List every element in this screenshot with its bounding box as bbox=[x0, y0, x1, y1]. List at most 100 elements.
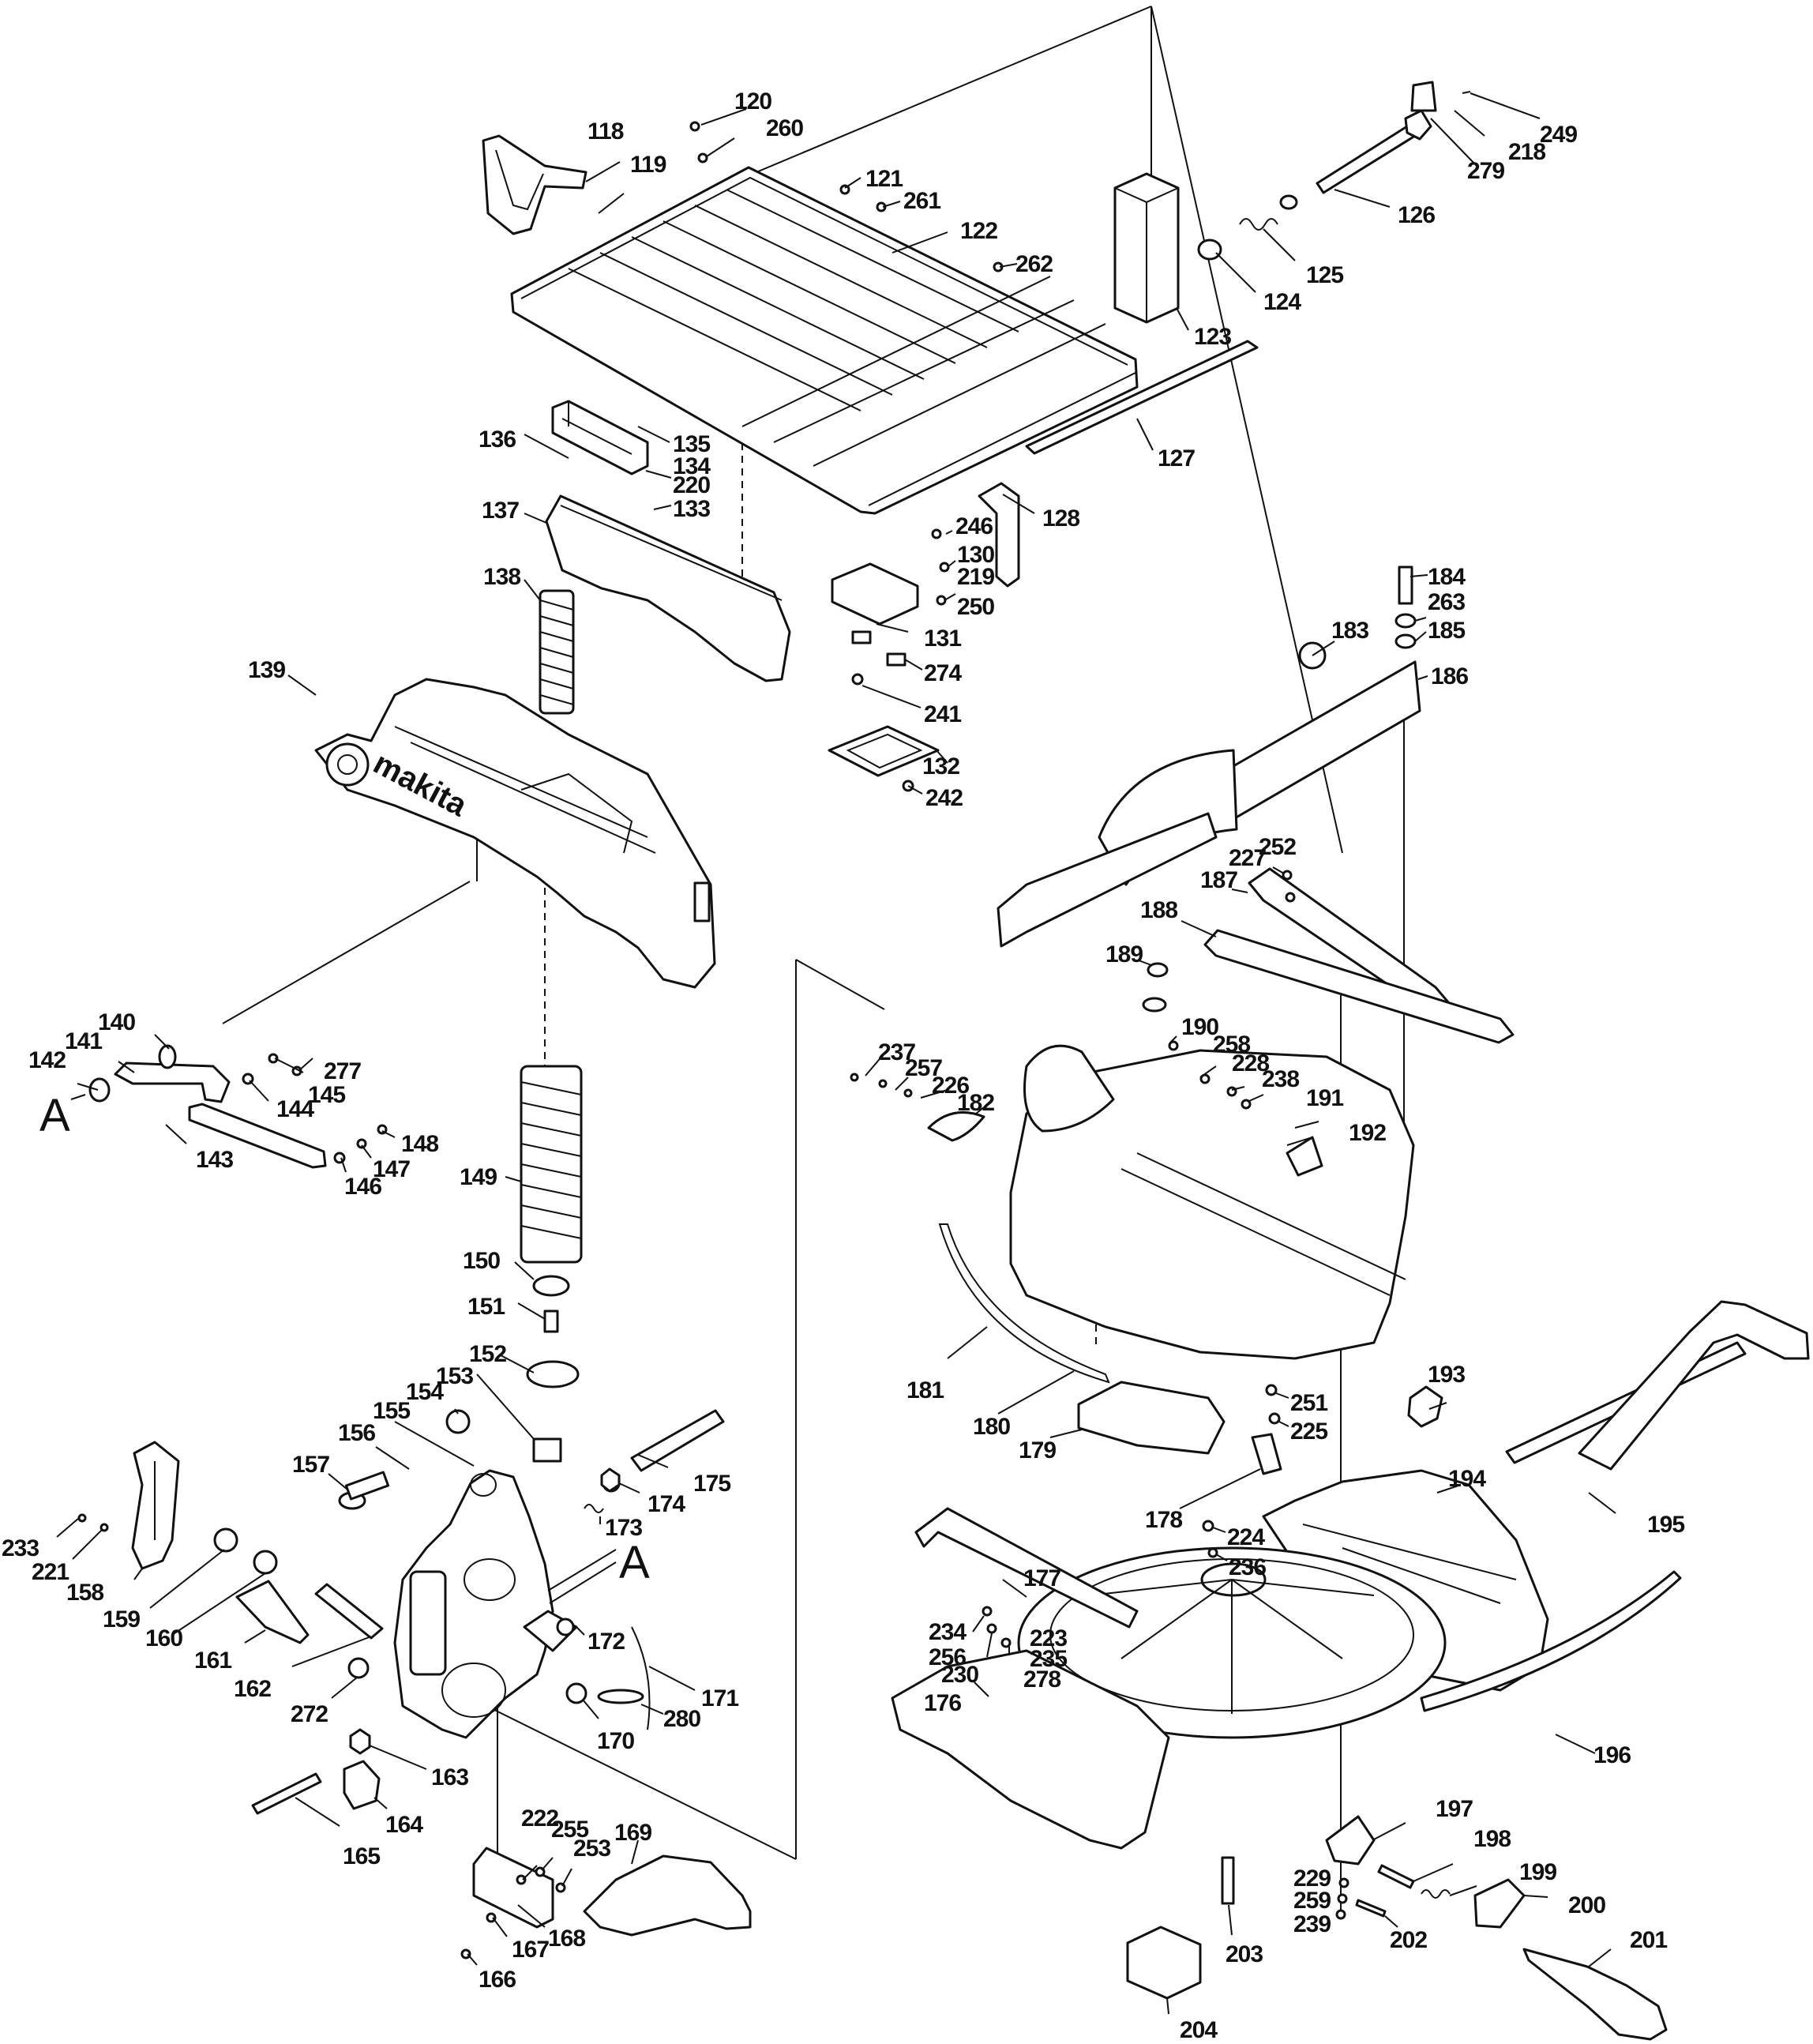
part-label-257: 257 bbox=[905, 1055, 942, 1081]
plate-226 bbox=[927, 1110, 985, 1142]
part-label-279: 279 bbox=[1467, 158, 1504, 184]
part-label-263: 263 bbox=[1428, 589, 1465, 615]
part-label-132: 132 bbox=[922, 753, 959, 780]
bolt-184 bbox=[1398, 565, 1413, 605]
part-label-191: 191 bbox=[1306, 1085, 1343, 1111]
part-label-146: 146 bbox=[344, 1174, 381, 1200]
part-label-242: 242 bbox=[925, 785, 963, 811]
bracket-128 bbox=[978, 482, 1020, 588]
part-label-253: 253 bbox=[573, 1835, 610, 1862]
part-label-155: 155 bbox=[373, 1398, 410, 1424]
part-label-227: 227 bbox=[1229, 845, 1266, 871]
part-label-138: 138 bbox=[483, 564, 520, 590]
leader-lines bbox=[56, 92, 1616, 2015]
part-label-133: 133 bbox=[673, 496, 710, 522]
clip-274b bbox=[886, 652, 906, 667]
pin-280 bbox=[597, 1689, 644, 1704]
part-label-147: 147 bbox=[373, 1156, 410, 1182]
lock-lever-197 bbox=[1325, 1815, 1376, 1866]
ball-154 bbox=[445, 1409, 471, 1434]
part-label-194: 194 bbox=[1448, 1466, 1486, 1492]
part-label-140: 140 bbox=[98, 1009, 135, 1035]
part-label-261: 261 bbox=[903, 188, 940, 214]
nut-189 bbox=[1147, 962, 1169, 978]
part-label-251: 251 bbox=[1290, 1390, 1327, 1416]
part-label-277: 277 bbox=[324, 1058, 361, 1084]
nut-163 bbox=[349, 1728, 371, 1755]
stopper-block-131 bbox=[831, 562, 919, 626]
part-label-173: 173 bbox=[605, 1515, 642, 1541]
part-label-222: 222 bbox=[521, 1805, 558, 1832]
spring-199 bbox=[1421, 1889, 1451, 1899]
part-label-236: 236 bbox=[1229, 1554, 1266, 1580]
part-label-249: 249 bbox=[1540, 122, 1577, 148]
grip-201 bbox=[1522, 1948, 1668, 2041]
part-label-148: 148 bbox=[401, 1131, 438, 1157]
lever-141 bbox=[114, 1061, 231, 1103]
part-label-151: 151 bbox=[467, 1294, 505, 1320]
part-label-160: 160 bbox=[145, 1625, 182, 1651]
spring-125 bbox=[1239, 218, 1278, 231]
part-label-246: 246 bbox=[955, 513, 993, 539]
cap-164 bbox=[343, 1760, 381, 1810]
pin-198 bbox=[1377, 1864, 1415, 1889]
part-label-174: 174 bbox=[648, 1491, 685, 1517]
part-label-122: 122 bbox=[960, 218, 997, 244]
part-label-137: 137 bbox=[482, 498, 519, 524]
arm-pivot-hub bbox=[325, 742, 370, 787]
bracket-179 bbox=[1077, 1381, 1226, 1455]
part-label-118: 118 bbox=[587, 118, 624, 145]
part-label-178: 178 bbox=[1145, 1507, 1182, 1533]
part-label-150: 150 bbox=[463, 1248, 500, 1274]
part-label-233: 233 bbox=[2, 1535, 39, 1561]
rod-162 bbox=[314, 1583, 384, 1640]
part-label-177: 177 bbox=[1023, 1565, 1060, 1591]
shaft-175 bbox=[630, 1409, 725, 1472]
part-label-166: 166 bbox=[479, 1967, 516, 1993]
scale-strip-127 bbox=[1025, 340, 1259, 455]
part-label-162: 162 bbox=[234, 1676, 271, 1702]
lever-279 bbox=[1404, 81, 1437, 141]
part-label-157: 157 bbox=[292, 1452, 329, 1478]
part-label-165: 165 bbox=[343, 1843, 380, 1869]
dust-cover-182 bbox=[1023, 1044, 1115, 1133]
clip-171 bbox=[631, 1626, 651, 1730]
pin-202 bbox=[1355, 1899, 1387, 1918]
part-label-250: 250 bbox=[957, 594, 994, 620]
part-label-280: 280 bbox=[663, 1706, 700, 1732]
part-label-154: 154 bbox=[406, 1379, 444, 1405]
tool-arm-139 bbox=[314, 678, 716, 989]
part-label-124: 124 bbox=[1263, 289, 1301, 315]
part-label-120: 120 bbox=[734, 88, 771, 115]
part-label-130: 130 bbox=[957, 542, 994, 568]
part-label-144: 144 bbox=[276, 1096, 314, 1122]
arc-181 bbox=[938, 1223, 1110, 1384]
part-label-199: 199 bbox=[1519, 1859, 1556, 1885]
part-label-196: 196 bbox=[1593, 1742, 1631, 1768]
rod-126 bbox=[1316, 125, 1417, 194]
part-label-229: 229 bbox=[1293, 1866, 1331, 1892]
part-label-163: 163 bbox=[431, 1764, 468, 1790]
part-label-219: 219 bbox=[957, 564, 994, 590]
block-153 bbox=[532, 1437, 562, 1463]
part-label-121: 121 bbox=[865, 166, 903, 192]
part-label-230: 230 bbox=[941, 1662, 978, 1688]
table-handle-118 bbox=[482, 134, 587, 235]
part-label-238: 238 bbox=[1262, 1066, 1299, 1092]
part-label-171: 171 bbox=[701, 1685, 738, 1711]
part-label-258: 258 bbox=[1213, 1031, 1250, 1058]
part-label-185: 185 bbox=[1428, 618, 1465, 644]
bolt-165 bbox=[251, 1772, 322, 1815]
return-spring-149 bbox=[520, 1065, 583, 1264]
part-label-252: 252 bbox=[1259, 834, 1296, 860]
part-label-241: 241 bbox=[924, 701, 961, 727]
insert-192 bbox=[1286, 1136, 1323, 1177]
part-label-220: 220 bbox=[673, 472, 710, 498]
nut-159 bbox=[213, 1527, 238, 1553]
part-label-186: 186 bbox=[1431, 663, 1468, 689]
guard-169 bbox=[583, 1854, 752, 1937]
clip-274a bbox=[851, 630, 872, 644]
pin-151 bbox=[543, 1309, 559, 1333]
part-label-142: 142 bbox=[28, 1047, 66, 1073]
